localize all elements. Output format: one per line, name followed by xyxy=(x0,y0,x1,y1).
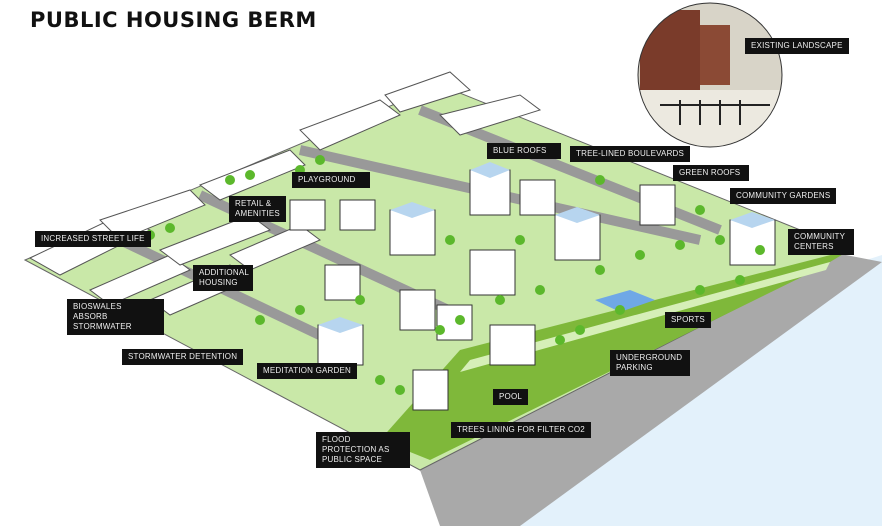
sports-courts xyxy=(595,290,655,312)
tree xyxy=(595,265,605,275)
label-bioswales: BIOSWALES ABSORB STORMWATER xyxy=(67,299,164,335)
label-green-roofs: GREEN ROOFS xyxy=(673,165,749,181)
label-tree-lined-boulevards: TREE-LINED BOULEVARDS xyxy=(570,146,691,162)
label-sports: SPORTS xyxy=(665,312,711,328)
label-increased-street-life: INCREASED STREET LIFE xyxy=(35,231,151,247)
page-title: PUBLIC HOUSING BERM xyxy=(30,8,317,32)
label-flood-protection: FLOOD PROTECTION AS PUBLIC SPACE xyxy=(316,432,410,468)
label-stormwater-detention: STORMWATER DETENTION xyxy=(122,349,244,365)
tree xyxy=(735,275,745,285)
tree xyxy=(375,375,385,385)
tree xyxy=(695,205,705,215)
label-retail: RETAIL & AMENITIES xyxy=(229,196,286,222)
tree xyxy=(595,175,605,185)
tree xyxy=(635,250,645,260)
label-community-gardens: COMMUNITY GARDENS xyxy=(730,188,837,204)
road-edge xyxy=(420,250,882,526)
tree xyxy=(575,325,585,335)
tree xyxy=(495,295,505,305)
tree xyxy=(515,235,525,245)
tree xyxy=(445,235,455,245)
tree xyxy=(535,285,545,295)
tree xyxy=(435,325,445,335)
inset-photo xyxy=(637,2,783,148)
label-underground-parking: UNDERGROUND PARKING xyxy=(610,350,690,376)
tree xyxy=(315,155,325,165)
label-playground: PLAYGROUND xyxy=(292,172,370,188)
label-pool: POOL xyxy=(493,389,529,405)
label-blue-roofs: BLUE ROOFS xyxy=(487,143,561,159)
berm-path xyxy=(460,262,830,372)
tree xyxy=(295,305,305,315)
tree xyxy=(395,385,405,395)
tree xyxy=(245,170,255,180)
tree xyxy=(455,315,465,325)
tree xyxy=(615,305,625,315)
blue-roofs xyxy=(318,162,775,333)
tree xyxy=(715,235,725,245)
tree xyxy=(165,223,175,233)
tree xyxy=(755,245,765,255)
tree xyxy=(225,175,235,185)
tree xyxy=(675,240,685,250)
tree xyxy=(355,295,365,305)
label-additional-housing: ADDITIONAL HOUSING xyxy=(193,265,253,291)
tree xyxy=(695,285,705,295)
label-trees-lining: TREES LINING FOR FILTER CO2 xyxy=(451,422,591,438)
label-meditation-garden: MEDITATION GARDEN xyxy=(257,363,357,379)
tree xyxy=(255,315,265,325)
label-existing-landscape: EXISTING LANDSCAPE xyxy=(745,38,849,54)
trees xyxy=(145,155,805,395)
tree xyxy=(555,335,565,345)
label-community-centers: COMMUNITY CENTERS xyxy=(788,229,854,255)
